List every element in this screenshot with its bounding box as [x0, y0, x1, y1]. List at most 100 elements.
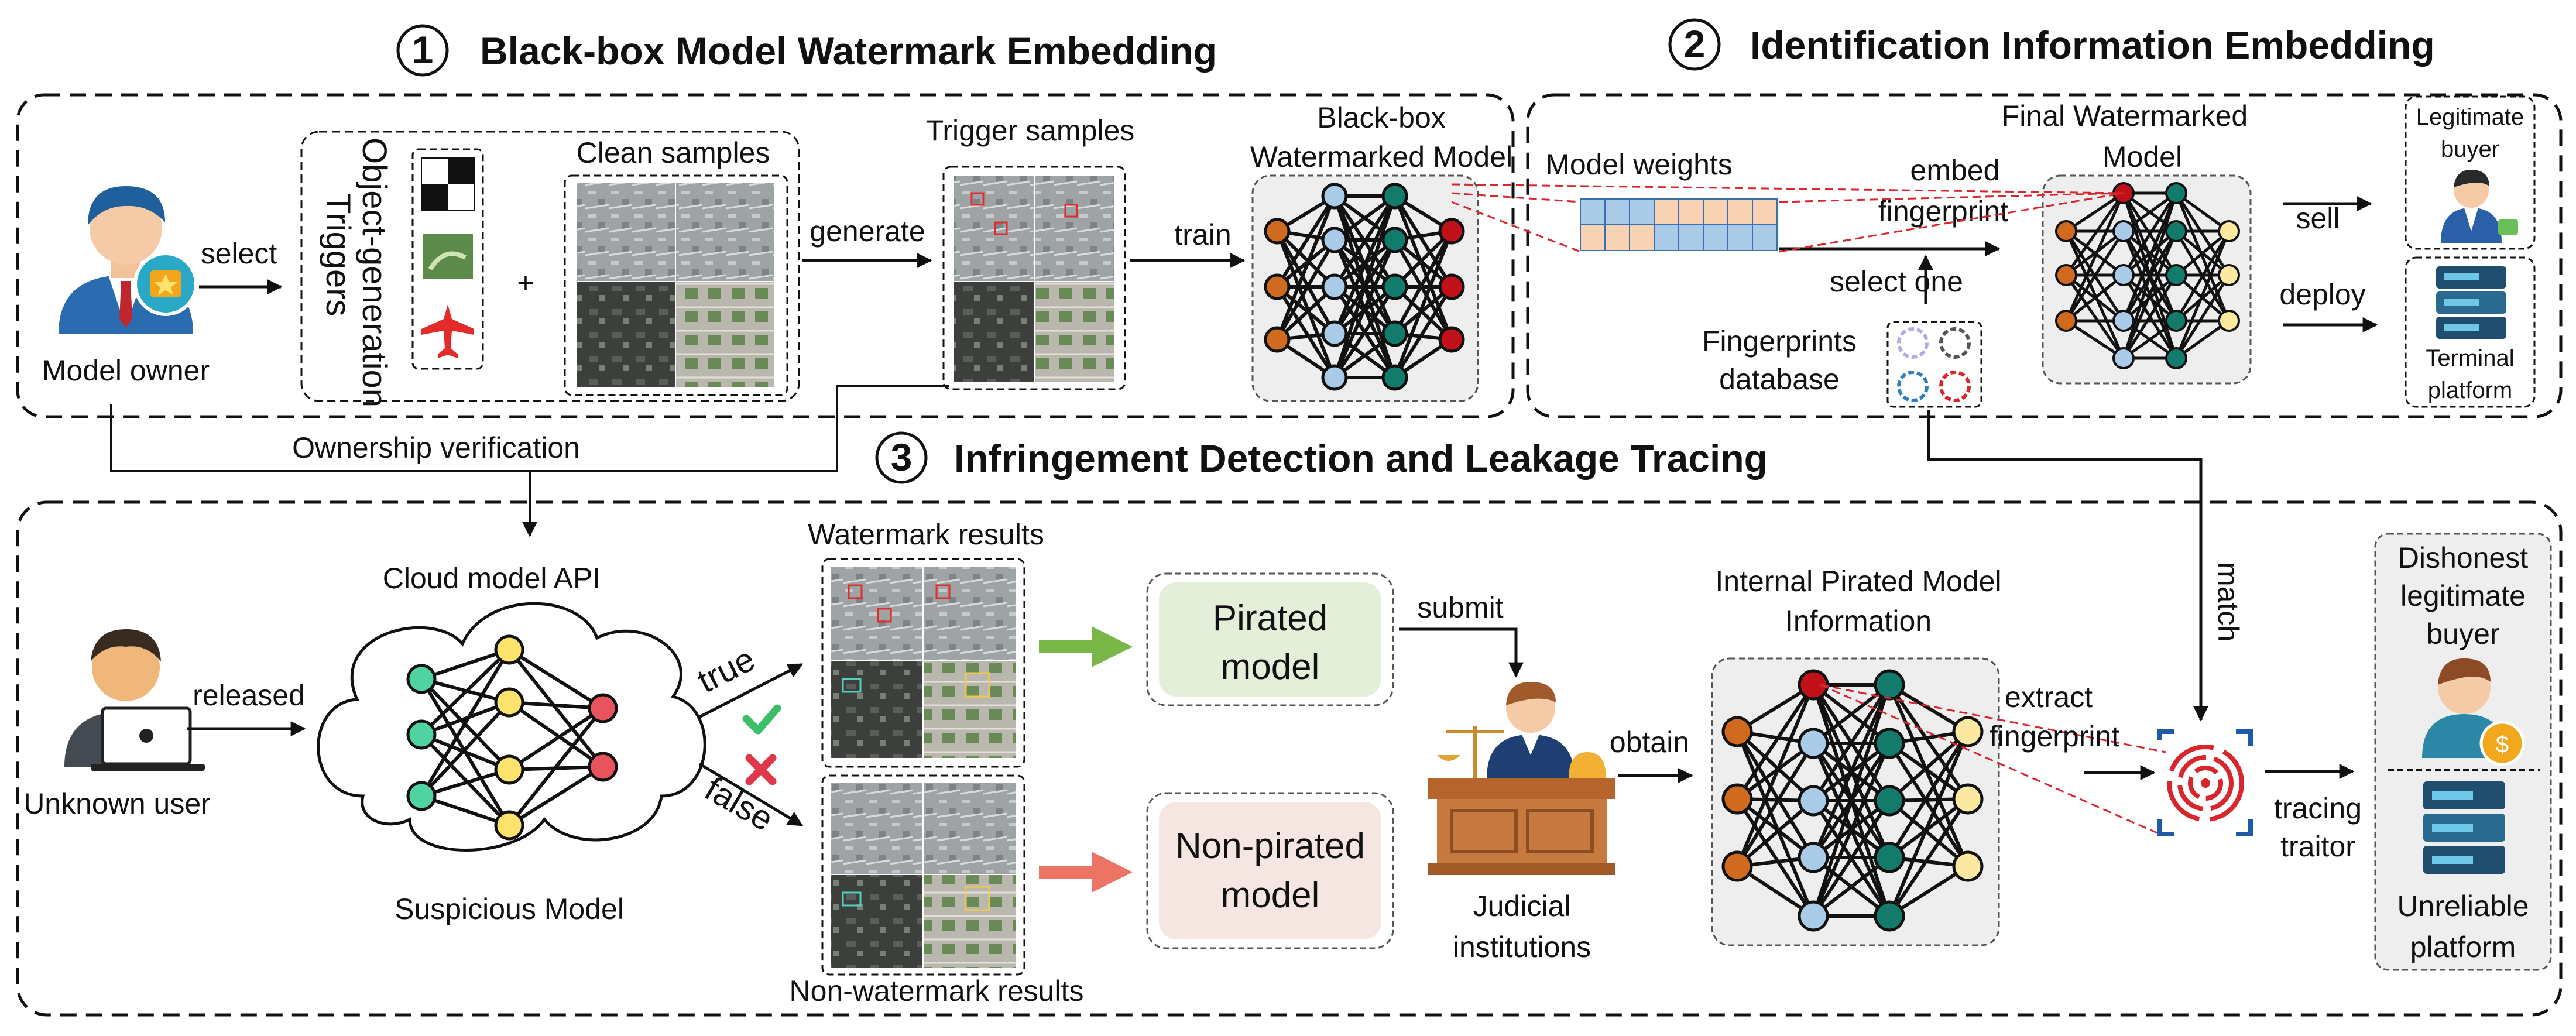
terminal-platform-label-line2: platform: [2428, 378, 2513, 403]
network-edge: [1888, 730, 1970, 917]
network-edge: [1735, 742, 1815, 867]
internal-model-label-line1: Internal Pirated Model: [1715, 565, 2001, 598]
network-edge: [1888, 684, 1970, 867]
network-edge: [2122, 192, 2178, 276]
embed-label: embed: [1910, 154, 2000, 187]
network-edge: [1736, 797, 1814, 859]
network-node: [1874, 785, 1905, 817]
dishonest-label-line2: legitimate: [2400, 579, 2526, 612]
non-watermark-results-grid: [831, 783, 1016, 968]
network-node: [1874, 669, 1905, 701]
network-node: [1798, 785, 1829, 817]
network-node: [2165, 310, 2187, 332]
network-node: [2165, 347, 2187, 369]
weight-cell: [1629, 198, 1655, 225]
check-icon: [742, 704, 781, 735]
blackbox-network: [1264, 183, 1465, 391]
fingerprint-icon: [2157, 729, 2253, 836]
network-edge: [1812, 684, 1891, 859]
network-edge: [1888, 742, 1970, 867]
network-node: [1952, 850, 1984, 882]
section3-title: Infringement Detection and Leakage Traci…: [954, 437, 1768, 480]
network-node: [588, 693, 618, 723]
network-node: [1321, 364, 1348, 391]
svg-text:$: $: [2496, 732, 2509, 757]
network-edge: [1735, 798, 1815, 917]
network-node: [2112, 220, 2135, 242]
weight-link-b: [1451, 201, 1581, 253]
weight-cell: [1678, 198, 1704, 225]
fingerprints-database-box: [1886, 321, 1982, 408]
green-patch-trigger-icon: [423, 234, 473, 279]
network-node: [2055, 264, 2077, 286]
sample-generation-box: [300, 131, 800, 402]
network-edge: [2174, 192, 2231, 276]
checker-trigger-icon: [421, 157, 475, 211]
train-label: train: [1174, 218, 1231, 251]
buyer-icon: [2441, 170, 2518, 243]
model-owner-label: Model owner: [42, 354, 210, 387]
unknown-user-icon: [64, 629, 205, 771]
network-node: [1798, 900, 1829, 932]
network-edge: [1812, 856, 1891, 918]
network-edge: [2065, 319, 2125, 360]
network-node: [494, 634, 524, 665]
cross-icon: [745, 754, 777, 785]
weight-cell: [1580, 198, 1606, 225]
pirated-model-label-line2: model: [1221, 647, 1320, 687]
network-edge: [1275, 239, 1336, 341]
network-edge: [2174, 231, 2231, 359]
network-edge: [509, 701, 603, 710]
network-edge: [507, 649, 605, 768]
unknown-user-label: Unknown user: [23, 787, 211, 820]
tracing-label: tracing: [2274, 792, 2362, 825]
weight-cell: [1678, 224, 1704, 251]
network-edge: [1333, 195, 1397, 335]
clean-samples-label: Clean samples: [577, 136, 770, 169]
network-edge: [2122, 193, 2178, 359]
dishonest-label-line1: Dishonest: [2398, 541, 2528, 574]
network-node: [2165, 264, 2187, 286]
dishonest-label-line3: buyer: [2426, 618, 2499, 650]
network-edge: [1333, 195, 1397, 378]
final-model-label-line2: Model: [2102, 140, 2182, 173]
network-node: [1874, 900, 1905, 932]
network-edge: [508, 701, 604, 769]
network-edge: [1275, 195, 1336, 341]
network-node: [1264, 273, 1291, 300]
fingerprint-icon: [1897, 327, 1971, 402]
network-edge: [420, 701, 511, 798]
blackbox-label-line2: Watermarked Model: [1250, 140, 1512, 173]
network-node: [1798, 842, 1829, 873]
network-edge: [1333, 195, 1397, 288]
sell-label: sell: [2296, 202, 2340, 235]
network-node: [1438, 326, 1465, 353]
network-edge: [2064, 192, 2125, 322]
section1-frame: [16, 93, 1515, 418]
network-edge: [1735, 684, 1815, 867]
extract-label: extract: [2005, 681, 2093, 713]
weight-link-d: [1779, 192, 2124, 253]
network-edge: [1735, 730, 1815, 802]
network-node: [406, 781, 437, 811]
section1-number: 1: [412, 28, 434, 71]
weight-cell: [1580, 224, 1606, 251]
network-edge: [420, 648, 511, 736]
network-edge: [1812, 683, 1891, 745]
network-edge: [1393, 230, 1453, 379]
clean-samples-grid: [577, 183, 774, 387]
weight-link-top: [1451, 183, 2124, 194]
network-node: [1798, 728, 1829, 759]
suspicious-network: [406, 634, 618, 841]
released-label: released: [193, 679, 305, 712]
network-edge: [2065, 230, 2125, 276]
network-node: [1381, 183, 1408, 210]
network-node: [2055, 220, 2077, 242]
network-edge: [2065, 191, 2125, 233]
weight-cell: [1654, 198, 1679, 225]
network-edge: [1333, 239, 1397, 379]
network-node: [1321, 183, 1348, 210]
traitor-label: traitor: [2280, 830, 2355, 863]
legitimate-buyer-label-line2: buyer: [2441, 136, 2499, 162]
section3-heading: 3 Infringement Detection and Leakage Tra…: [875, 431, 1768, 484]
